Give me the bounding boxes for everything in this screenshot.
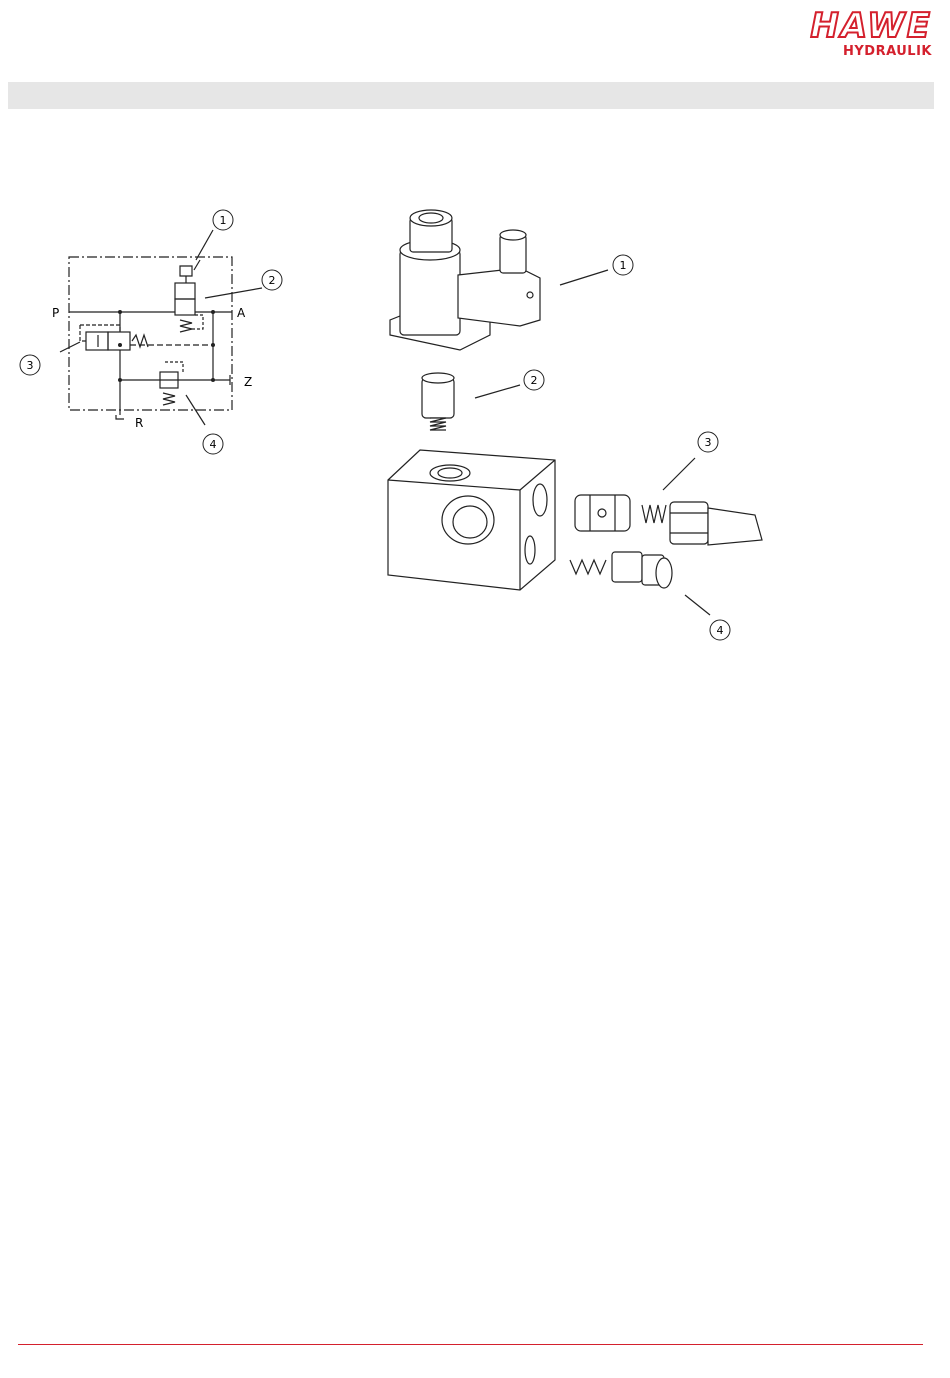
solenoid-coil xyxy=(400,250,460,335)
logo-wordmark: HAWE xyxy=(810,8,932,44)
port-label-z: Z xyxy=(244,375,252,389)
section-header-bar xyxy=(8,82,934,109)
schematic-callout-3: 3 xyxy=(27,359,34,372)
exploded-callout-2: 2 xyxy=(531,374,538,387)
hydraulic-circuit-diagram: P A Z R 1 2 3 4 xyxy=(0,190,330,470)
exploded-view-illustration: 1 2 3 4 xyxy=(370,190,790,650)
port-label-r: R xyxy=(135,416,143,430)
exploded-callout-4: 4 xyxy=(717,624,724,637)
schematic-callout-1: 1 xyxy=(220,214,227,227)
schematic-callout-4: 4 xyxy=(210,438,217,451)
footer-divider xyxy=(18,1344,923,1345)
logo-subtitle: HYDRAULIK xyxy=(843,44,932,59)
port-label-a: A xyxy=(237,306,246,320)
exploded-callout-1: 1 xyxy=(620,259,627,272)
schematic-callout-2: 2 xyxy=(269,274,276,287)
exploded-callout-3: 3 xyxy=(705,436,712,449)
port-label-p: P xyxy=(52,306,59,320)
hawe-logo: HAWE HYDRAULIK xyxy=(786,8,936,60)
